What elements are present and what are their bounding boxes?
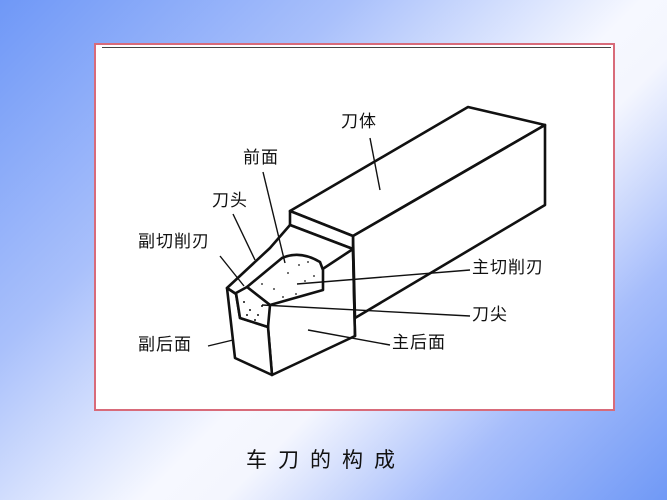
leader-minor-edge: [219, 255, 245, 287]
label-head: 刀头: [212, 191, 248, 211]
leader-major-flank: [307, 329, 391, 346]
insert-front-face: [234, 285, 272, 329]
leader-rake-face: [262, 171, 286, 264]
label-rake-face: 前面: [243, 148, 279, 168]
figure-caption: 车刀的构成: [246, 448, 406, 472]
leader-major-edge: [296, 269, 471, 285]
label-minor-cutting-edge: 副切削刃: [138, 232, 210, 252]
label-body: 刀体: [341, 112, 377, 132]
insert-speckle: [243, 261, 315, 321]
label-tool-tip: 刀尖: [472, 305, 508, 325]
leader-body: [369, 137, 381, 191]
frame-top-rule: [102, 47, 611, 48]
label-major-cutting-edge: 主切削刃: [472, 258, 544, 278]
leader-head: [232, 213, 256, 261]
leader-tip: [261, 304, 471, 317]
label-major-flank: 主后面: [392, 333, 446, 353]
leader-minor-flank: [207, 339, 234, 347]
label-minor-flank: 副后面: [138, 335, 192, 355]
